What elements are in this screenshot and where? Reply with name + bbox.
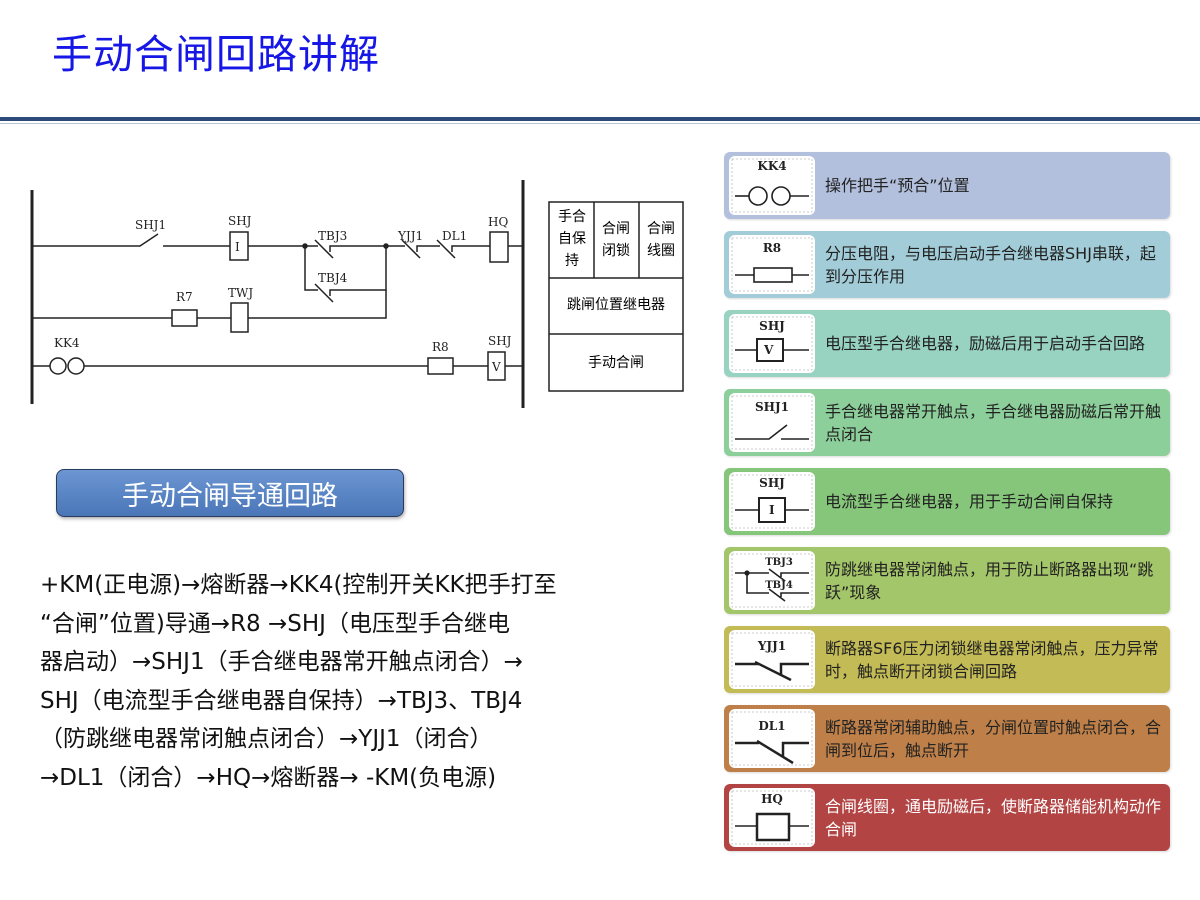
legend-item: YJJ1 断路器SF6压力闭锁继电器常闭触点，压力异常时，触点断开闭锁合闸回路 <box>724 626 1170 693</box>
auxiliary-contact-icon: DL1 <box>729 709 815 768</box>
table-cell-close-lock: 合闸闭锁 <box>602 221 630 259</box>
description-line: “合闸”位置)导通→R8 →SHJ（电压型手合继电 <box>40 610 510 637</box>
legend-item: V SHJ 电压型手合继电器，励磁后用于启动手合回路 <box>724 310 1170 377</box>
label-coil-i: I <box>235 240 240 254</box>
manual-close-path-button[interactable]: 手动合闸导通回路 <box>56 469 404 517</box>
symbol-label: HQ <box>761 792 783 806</box>
table-cell-self-hold: 手合自保持 <box>558 209 586 269</box>
legend-description: 电压型手合继电器，励磁后用于启动手合回路 <box>825 334 1146 353</box>
legend-description: 操作把手“预合”位置 <box>825 176 970 195</box>
label-shj1: SHJ1 <box>135 218 166 232</box>
description-line: （防跳继电器常闭触点闭合）→YJJ1（闭合） <box>40 726 493 752</box>
label-shj-i: SHJ <box>228 214 252 228</box>
row-1-wires <box>32 231 523 303</box>
title-divider-thin <box>0 123 1200 124</box>
legend-description: 电流型手合继电器，用于手动合闸自保持 <box>825 492 1114 511</box>
r8-resistor <box>427 357 454 375</box>
function-table <box>548 201 684 392</box>
legend-item: I SHJ 电流型手合继电器，用于手动合闸自保持 <box>724 468 1170 535</box>
legend-description: 防跳继电器常闭触点，用于防止断路器出现“跳跃”现象 <box>825 559 1154 602</box>
circuit-diagram: SHJ1 SHJ I TBJ3 TBJ4 YJJ1 DL1 HQ R7 TWJ … <box>30 180 684 408</box>
closing-coil-icon: HQ <box>729 788 815 847</box>
title-divider <box>0 117 1200 121</box>
legend-item: R8 分压电阻，与电压启动手合继电器SHJ串联，起到分压作用 <box>724 231 1170 298</box>
kk4-contact-icon: KK4 <box>729 156 815 215</box>
resistor-icon: R8 <box>729 235 815 294</box>
symbol-label: KK4 <box>757 159 786 173</box>
symbol-label: SHJ <box>759 319 785 333</box>
label-coil-v: V <box>491 360 501 374</box>
symbol-label: TBJ3 <box>765 557 793 568</box>
svg-text:I: I <box>769 503 775 517</box>
description-line: 器启动）→SHJ1（手合继电器常开触点闭合）→ <box>40 649 523 675</box>
label-hq: HQ <box>488 215 508 229</box>
symbol-label: YJJ1 <box>757 639 786 653</box>
symbol-label: SHJ1 <box>755 400 789 414</box>
label-yjj1: YJJ1 <box>397 229 423 243</box>
label-twj: TWJ <box>228 286 253 300</box>
legend-description: 手合继电器常开触点，手合继电器励磁后常开触点闭合 <box>825 401 1162 444</box>
label-r8: R8 <box>432 340 449 354</box>
kk4-contact <box>49 357 67 375</box>
legend-description: 分压电阻，与电压启动手合继电器SHJ串联，起到分压作用 <box>825 243 1156 286</box>
label-tbj4: TBJ4 <box>318 271 348 285</box>
symbol-label: R8 <box>763 241 781 255</box>
legend-item: KK4 操作把手“预合”位置 <box>724 152 1170 219</box>
legend-description: 断路器常闭辅助触点，分闸位置时触点闭合，合闸到位后，触点断开 <box>825 717 1162 760</box>
label-tbj3: TBJ3 <box>318 229 347 243</box>
legend-description: 合闸线圈，通电励磁后，使断路器储能机构动作合闸 <box>825 796 1162 839</box>
row-3-wires <box>32 351 523 381</box>
normally-open-contact-icon: SHJ1 <box>729 393 815 452</box>
hq-coil <box>489 231 509 263</box>
label-shj-v: SHJ <box>488 334 512 348</box>
legend-item: HQ 合闸线圈，通电励磁后，使断路器储能机构动作合闸 <box>724 784 1170 851</box>
r7-resistor <box>171 309 198 327</box>
symbol-label: TBJ4 <box>765 580 793 591</box>
label-r7: R7 <box>176 290 193 304</box>
row-2-wires <box>32 290 387 333</box>
legend-description: 断路器SF6压力闭锁继电器常闭触点，压力异常时，触点断开闭锁合闸回路 <box>825 638 1159 681</box>
svg-text:V: V <box>763 343 774 357</box>
table-cell-manual-close: 手动合闸 <box>588 355 644 371</box>
symbol-label: SHJ <box>759 476 785 490</box>
voltage-relay-icon: V SHJ <box>729 314 815 373</box>
legend-item: DL1 断路器常闭辅助触点，分闸位置时触点闭合，合闸到位后，触点断开 <box>724 705 1170 772</box>
description-line: →DL1（闭合）→HQ→熔断器→ -KM(负电源) <box>40 764 497 791</box>
legend-item: SHJ1 手合继电器常开触点，手合继电器励磁后常开触点闭合 <box>724 389 1170 456</box>
page-title: 手动合闸回路讲解 <box>52 32 380 78</box>
current-relay-icon: I SHJ <box>729 472 815 531</box>
twj-coil <box>230 302 249 333</box>
label-dl1: DL1 <box>442 229 467 243</box>
conduction-path-description: +KM(正电源)→熔断器→KK4(控制开关KK把手打至 “合闸”位置)导通→R8 … <box>40 566 700 797</box>
table-cell-close-coil: 合闸线圈 <box>647 221 675 259</box>
description-line: SHJ（电流型手合继电器自保持）→TBJ3、TBJ4 <box>40 687 523 714</box>
symbol-label: DL1 <box>758 719 785 733</box>
description-line: +KM(正电源)→熔断器→KK4(控制开关KK把手打至 <box>40 572 557 598</box>
pressure-lock-contact-icon: YJJ1 <box>729 630 815 689</box>
table-cell-trip-relay: 跳闸位置继电器 <box>567 297 665 313</box>
label-kk4: KK4 <box>54 336 80 350</box>
